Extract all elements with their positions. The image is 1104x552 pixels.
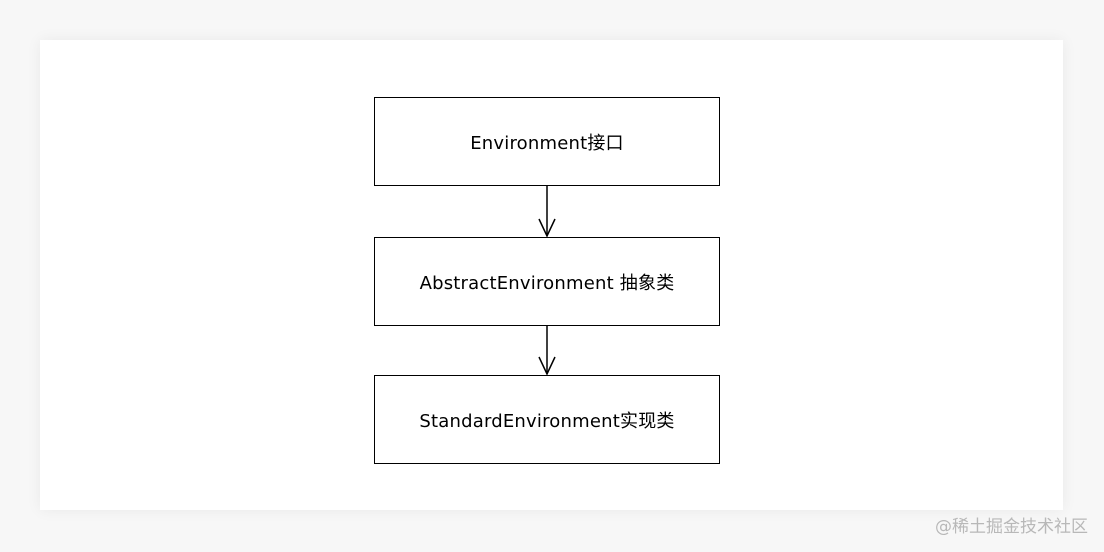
node-environment-interface: Environment接口 (374, 97, 720, 186)
node-label: StandardEnvironment实现类 (419, 410, 675, 432)
node-standard-environment: StandardEnvironment实现类 (374, 375, 720, 464)
node-label: AbstractEnvironment 抽象类 (419, 272, 675, 294)
watermark-text: @稀土掘金技术社区 (935, 517, 1088, 537)
node-abstract-environment: AbstractEnvironment 抽象类 (374, 237, 720, 326)
node-label: Environment接口 (470, 132, 624, 154)
